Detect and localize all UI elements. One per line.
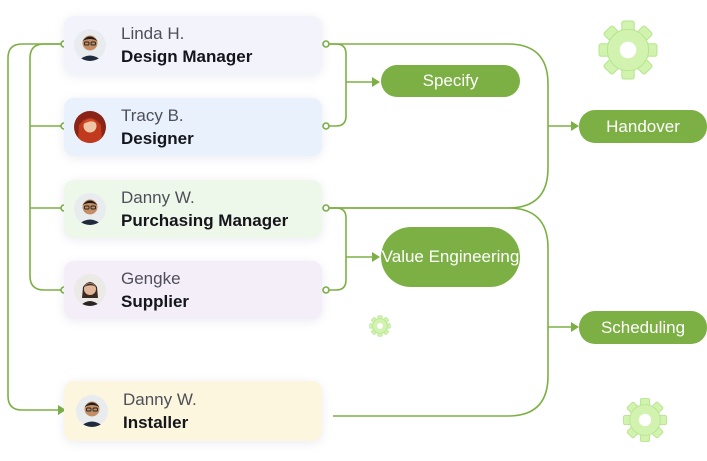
man-glasses-icon (74, 193, 106, 225)
person-role: Designer (121, 129, 194, 148)
person-card[interactable]: Linda H. Design Manager (64, 16, 322, 74)
stage-value-engineering[interactable]: Value Engineering (381, 227, 520, 287)
man-glasses-icon (74, 29, 106, 61)
woman-red-hair-icon (74, 111, 106, 143)
person-card[interactable]: Gengke Supplier (64, 261, 322, 319)
man-glasses-icon (76, 395, 108, 427)
stage-specify[interactable]: Specify (381, 65, 520, 97)
stage-handover[interactable]: Handover (579, 110, 707, 143)
gear-icon (598, 20, 658, 80)
gear-icon (623, 398, 667, 442)
person-card[interactable]: Tracy B. Designer (64, 98, 322, 156)
person-name: Danny W. (123, 390, 197, 409)
person-role: Supplier (121, 292, 190, 311)
person-card[interactable]: Danny W. Installer (64, 381, 322, 441)
person-name: Gengke (121, 269, 181, 288)
person-role: Design Manager (121, 47, 253, 66)
person-name: Tracy B. (121, 106, 184, 125)
person-role: Purchasing Manager (121, 211, 289, 230)
person-role: Installer (123, 413, 189, 432)
gear-icon (369, 315, 391, 337)
woman-dark-hair-icon (74, 274, 106, 306)
stage-scheduling[interactable]: Scheduling (579, 311, 707, 344)
person-card[interactable]: Danny W. Purchasing Manager (64, 180, 322, 238)
person-name: Danny W. (121, 188, 195, 207)
person-name: Linda H. (121, 24, 185, 43)
